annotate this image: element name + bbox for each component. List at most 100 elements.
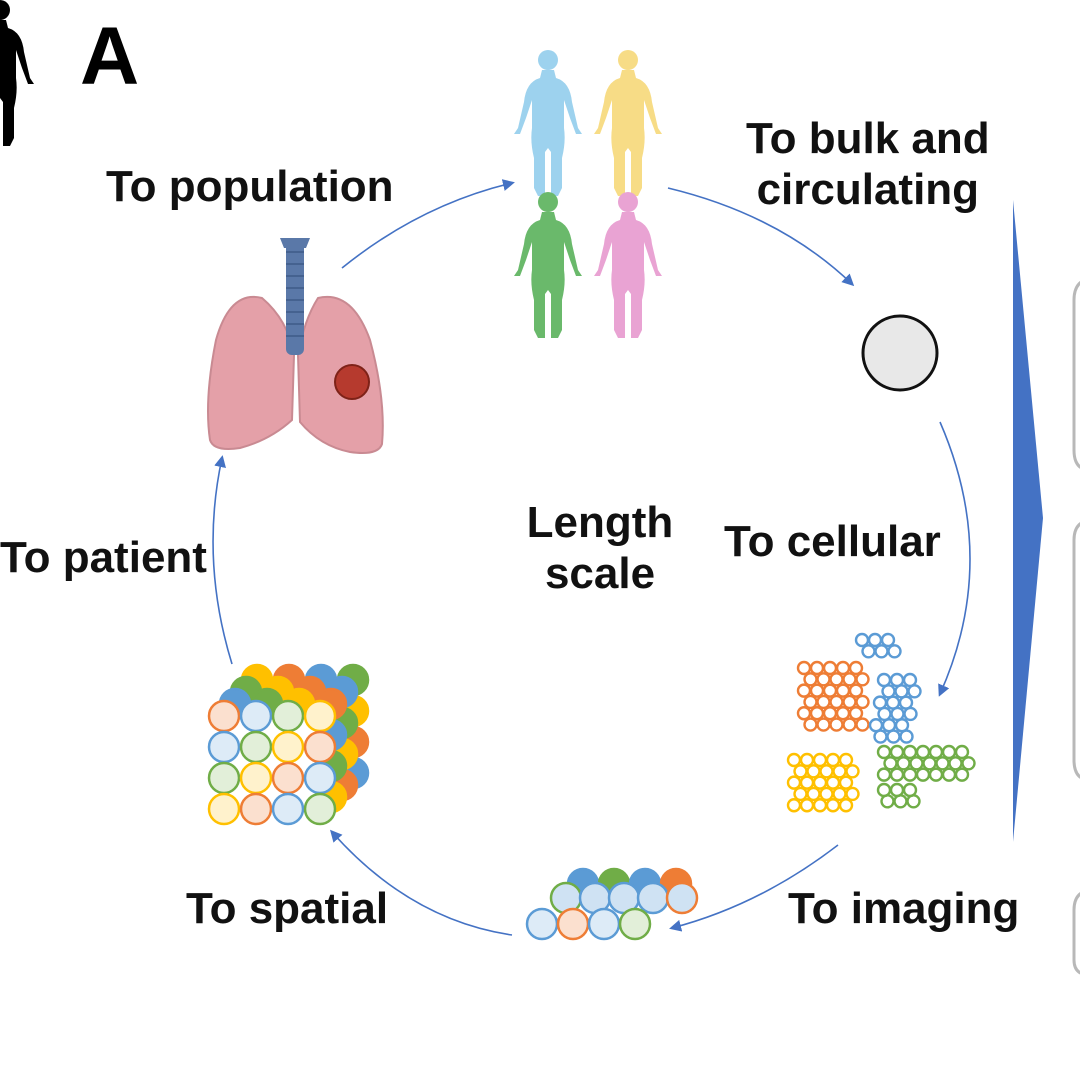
cell-icon — [816, 694, 831, 710]
cell-icon — [556, 907, 590, 941]
cell-icon — [803, 672, 818, 687]
cell-icon — [903, 706, 918, 722]
cell-icon — [271, 761, 305, 795]
cell-icon — [825, 752, 841, 768]
cell-icon — [842, 672, 857, 687]
scale-triangle — [1013, 200, 1043, 842]
cell-icon — [922, 756, 937, 771]
cell-icon — [786, 752, 802, 768]
cell-icon — [618, 907, 652, 941]
cell-icon — [796, 706, 812, 721]
cell-icon — [941, 767, 957, 782]
cell-icon — [854, 632, 870, 648]
single-cell-icon — [861, 314, 939, 392]
cell-icon — [889, 767, 905, 782]
label-to-bulk-circulating: To bulk and circulating — [746, 114, 990, 215]
cell-icon — [303, 792, 337, 826]
cell-icon — [806, 786, 821, 802]
human-figures-icon — [0, 0, 662, 338]
cell-icon — [928, 767, 944, 782]
cell-icon — [793, 786, 808, 802]
cell-icon — [909, 756, 924, 771]
cell-icon — [887, 644, 902, 659]
arrow-to-patient — [212, 455, 233, 665]
cell-icon — [793, 764, 808, 779]
cell-icon — [867, 632, 883, 648]
cell-icon — [239, 761, 273, 795]
cell-icon — [665, 881, 699, 915]
cell-icon — [825, 775, 841, 790]
cell-icon — [855, 717, 870, 732]
cell-icon — [799, 775, 815, 790]
cell-icon — [928, 744, 944, 760]
cell-icon — [899, 729, 914, 744]
cell-icon — [271, 699, 305, 733]
cell-icon — [825, 798, 841, 813]
panel-label: A — [80, 11, 140, 102]
arrow-to-spatial — [330, 829, 513, 936]
arrow-to-cellular — [938, 421, 971, 697]
label-to-spatial: To spatial — [186, 884, 389, 933]
cell-clusters-icon — [786, 632, 976, 813]
cell-icon — [902, 767, 918, 782]
label-to-bulk-line1: To bulk and — [746, 114, 990, 163]
cell-icon — [809, 706, 825, 721]
cell-icon — [239, 730, 273, 764]
cell-icon — [907, 684, 922, 699]
cell-icon — [812, 752, 828, 768]
cell-icon — [587, 907, 621, 941]
cell-icon — [842, 694, 857, 710]
label-to-population: To population — [106, 162, 394, 211]
cell-icon — [835, 660, 851, 676]
cycle-arrows — [212, 179, 971, 936]
cell-icon — [822, 706, 838, 721]
cell-icon — [848, 683, 864, 698]
cell-icon — [845, 764, 860, 779]
cell-icon — [303, 699, 337, 733]
cell-icon — [829, 672, 844, 687]
cell-icon — [239, 792, 273, 826]
label-to-cellular: To cellular — [724, 517, 941, 566]
cell-layer-icon — [525, 867, 699, 941]
cell-icon — [876, 767, 892, 782]
human-figure — [0, 0, 34, 146]
cell-icon — [271, 792, 305, 826]
cell-icon — [832, 764, 847, 779]
cell-icon — [786, 775, 802, 790]
lungs-icon — [207, 238, 384, 454]
cell-icon — [822, 683, 838, 698]
label-to-imaging: To imaging — [788, 884, 1020, 933]
arrow-to-imaging — [669, 844, 839, 932]
cell-icon — [848, 706, 864, 721]
cell-icon — [207, 761, 241, 795]
cell-icon — [915, 744, 931, 760]
cell-icon — [861, 644, 876, 659]
cell-icon — [848, 660, 864, 676]
cell-icon — [822, 660, 838, 676]
cell-icon — [207, 792, 241, 826]
cell-icon — [896, 756, 911, 771]
cell-icon — [954, 744, 970, 760]
center-label: Length scale — [510, 498, 690, 599]
cell-icon — [796, 660, 812, 676]
cell-icon — [812, 775, 828, 790]
cell-icon — [880, 794, 895, 809]
center-label-line1: Length — [526, 498, 674, 547]
cell-icon — [855, 672, 870, 687]
cell-icon — [842, 717, 857, 732]
cell-icon — [838, 752, 854, 768]
cell-icon — [816, 717, 831, 732]
cell-icon — [816, 672, 831, 687]
cell-icon — [845, 786, 860, 802]
cell-icon — [855, 694, 870, 710]
cell-icon — [303, 730, 337, 764]
cell-icon — [948, 756, 963, 771]
cell-icon — [838, 798, 854, 813]
cell-icon — [835, 683, 851, 698]
center-label-line2: scale — [544, 548, 656, 598]
cell-cube-icon — [207, 663, 370, 826]
cell-icon — [829, 694, 844, 710]
cell-icon — [806, 764, 821, 779]
cell-icon — [889, 744, 905, 760]
